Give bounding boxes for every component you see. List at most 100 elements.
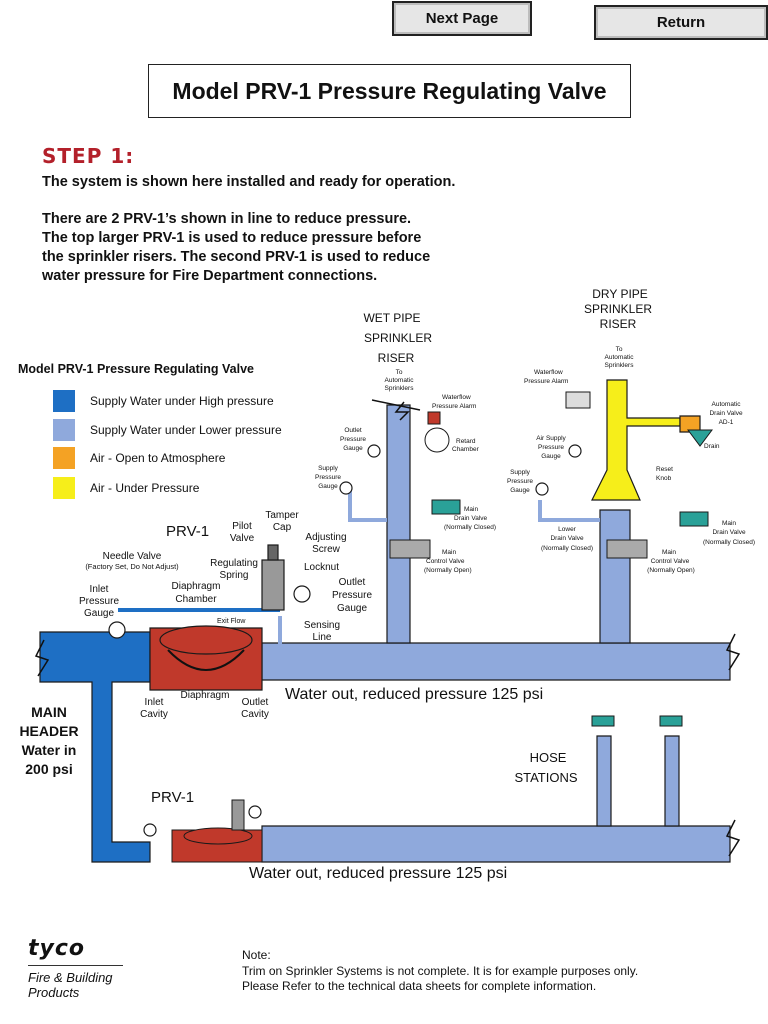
tamper-cap-label: Cap bbox=[273, 522, 292, 533]
auto-drain-label: Drain Valve bbox=[709, 410, 743, 417]
main-header-label: HEADER bbox=[19, 723, 78, 739]
main-drain-label: (Normally Closed) bbox=[444, 524, 496, 531]
main-drain-label: Drain Valve bbox=[712, 529, 746, 536]
air-supply-gauge-label: Gauge bbox=[541, 453, 561, 460]
bottom-outlet-pipe bbox=[261, 825, 731, 863]
legend-label: Air - Open to Atmosphere bbox=[90, 451, 226, 465]
dry-trim-line bbox=[538, 500, 600, 522]
main-control-label: Main bbox=[442, 549, 456, 556]
main-header-label: MAIN bbox=[31, 704, 67, 720]
adjusting-screw-label: Adjusting bbox=[305, 532, 346, 543]
air-supply-gauge-label: Air Supply bbox=[536, 435, 566, 442]
regulating-spring-label: Spring bbox=[220, 570, 249, 581]
legend-label: Supply Water under High pressure bbox=[90, 394, 274, 408]
inlet-gauge-label: Inlet bbox=[90, 584, 109, 595]
inlet-gauge-label: Gauge bbox=[84, 608, 114, 619]
outlet-cavity-label: Cavity bbox=[241, 709, 269, 720]
supply-gauge-label: Supply bbox=[510, 469, 531, 476]
outlet-cavity-label: Outlet bbox=[242, 697, 269, 708]
water-out-bottom-label: Water out, reduced pressure 125 psi bbox=[249, 865, 507, 882]
legend-swatch bbox=[53, 477, 75, 499]
legend-title: Model PRV-1 Pressure Regulating Valve bbox=[18, 362, 254, 376]
logo-subtitle: Fire & Building Products bbox=[28, 970, 113, 1000]
waterflow-alarm-label: Pressure Alarm bbox=[432, 403, 476, 410]
wet-riser-label: WET PIPE bbox=[363, 311, 420, 325]
outlet-gauge-label: Outlet bbox=[344, 427, 362, 434]
outlet-gauge-label: Pressure bbox=[340, 436, 366, 443]
needle-valve-label: Needle Valve bbox=[103, 551, 162, 562]
logo-divider bbox=[28, 965, 123, 966]
next-page-button[interactable]: Next Page bbox=[392, 1, 532, 36]
main-header-label: 200 psi bbox=[25, 761, 72, 777]
wet-riser-label: SPRINKLER bbox=[364, 331, 432, 345]
hose-stations-label: STATIONS bbox=[514, 770, 577, 785]
reset-knob-label: Reset bbox=[656, 466, 673, 473]
exit-flow-label: Exit Flow bbox=[217, 618, 246, 625]
outlet-gauge-label: Gauge bbox=[343, 445, 363, 452]
hose-stations-label: HOSE bbox=[530, 750, 567, 765]
to-sprinklers-label: To bbox=[616, 346, 623, 353]
supply-gauge-label: Pressure bbox=[507, 478, 533, 485]
outlet-gauge-label: Outlet bbox=[339, 577, 366, 588]
water-out-top-label: Water out, reduced pressure 125 psi bbox=[285, 686, 543, 703]
main-control-label: (Normally Open) bbox=[424, 567, 472, 574]
lower-drain-label: Drain Valve bbox=[550, 535, 584, 542]
lower-drain-label: (Normally Closed) bbox=[541, 545, 593, 552]
prv-label: PRV-1 bbox=[166, 523, 209, 540]
tamper-cap-label: Tamper bbox=[265, 510, 299, 521]
legend-swatch bbox=[53, 447, 75, 469]
main-drain-label: Drain Valve bbox=[454, 515, 488, 522]
to-sprinklers-label: Automatic bbox=[385, 377, 415, 384]
wet-trim-line bbox=[348, 490, 387, 522]
waterflow-alarm-label: Waterflow bbox=[442, 394, 471, 401]
outlet-gauge-label: Gauge bbox=[337, 603, 367, 614]
pilot-valve-label: Pilot bbox=[232, 521, 252, 532]
regulating-spring-label: Regulating bbox=[210, 558, 258, 569]
prv-valve-bottom bbox=[171, 799, 263, 863]
return-button[interactable]: Return bbox=[594, 5, 768, 40]
pressure-gauges bbox=[108, 444, 582, 837]
supply-gauge-label: Supply bbox=[318, 465, 339, 472]
main-header-label: Water in bbox=[22, 742, 77, 758]
locknut-label: Locknut bbox=[304, 562, 339, 573]
legend-item-low-pressure: Supply Water under Lower pressure bbox=[53, 419, 282, 441]
dry-riser-label: RISER bbox=[600, 317, 637, 331]
dry-riser-air-pipe bbox=[591, 379, 681, 501]
lower-drain-label: Lower bbox=[558, 526, 577, 533]
pilot-valve-label: Valve bbox=[230, 533, 255, 544]
legend-item-high-pressure: Supply Water under High pressure bbox=[53, 390, 274, 412]
prv-valve-top bbox=[149, 544, 285, 691]
retard-chamber-label: Retard bbox=[456, 438, 476, 445]
sensing-line-label: Sensing bbox=[304, 620, 340, 631]
legend-item-air-atmosphere: Air - Open to Atmosphere bbox=[53, 447, 225, 469]
sensing-line-label: Line bbox=[313, 632, 332, 643]
outlet-gauge-label: Pressure bbox=[332, 590, 372, 601]
tyco-logo: tyco Fire & Building Products bbox=[28, 936, 123, 1000]
main-drain-label: (Normally Closed) bbox=[703, 539, 755, 546]
waterflow-alarm-label: Pressure Alarm bbox=[524, 378, 568, 385]
to-sprinklers-label: To bbox=[396, 369, 403, 376]
diaphragm-chamber-label: Chamber bbox=[175, 594, 217, 605]
legend-label: Supply Water under Lower pressure bbox=[90, 423, 282, 437]
page-title: Model PRV-1 Pressure Regulating Valve bbox=[148, 64, 631, 118]
air-supply-gauge-label: Pressure bbox=[538, 444, 564, 451]
main-control-label: (Normally Open) bbox=[647, 567, 695, 574]
diaphragm-label: Diaphragm bbox=[181, 690, 230, 701]
step-description-text: There are 2 PRV-1’s shown in line to red… bbox=[42, 211, 431, 284]
to-sprinklers-label: Sprinklers bbox=[385, 385, 415, 392]
main-control-label: Main bbox=[662, 549, 676, 556]
legend-label: Air - Under Pressure bbox=[90, 481, 200, 495]
dry-riser-lower-pipe bbox=[599, 509, 631, 644]
main-control-label: Control Valve bbox=[651, 558, 690, 565]
auto-drain-label: Automatic bbox=[712, 401, 742, 408]
inlet-cavity-label: Inlet bbox=[145, 697, 164, 708]
wet-riser-pipe bbox=[386, 404, 411, 644]
control-valves bbox=[389, 391, 713, 727]
waterflow-alarm-label: Waterflow bbox=[534, 369, 563, 376]
hose-pipe-1 bbox=[596, 735, 612, 827]
prv-label: PRV-1 bbox=[151, 789, 194, 806]
supply-gauge-label: Pressure bbox=[315, 474, 341, 481]
retard-chamber-label: Chamber bbox=[452, 446, 480, 453]
top-outlet-pipe bbox=[261, 642, 731, 681]
